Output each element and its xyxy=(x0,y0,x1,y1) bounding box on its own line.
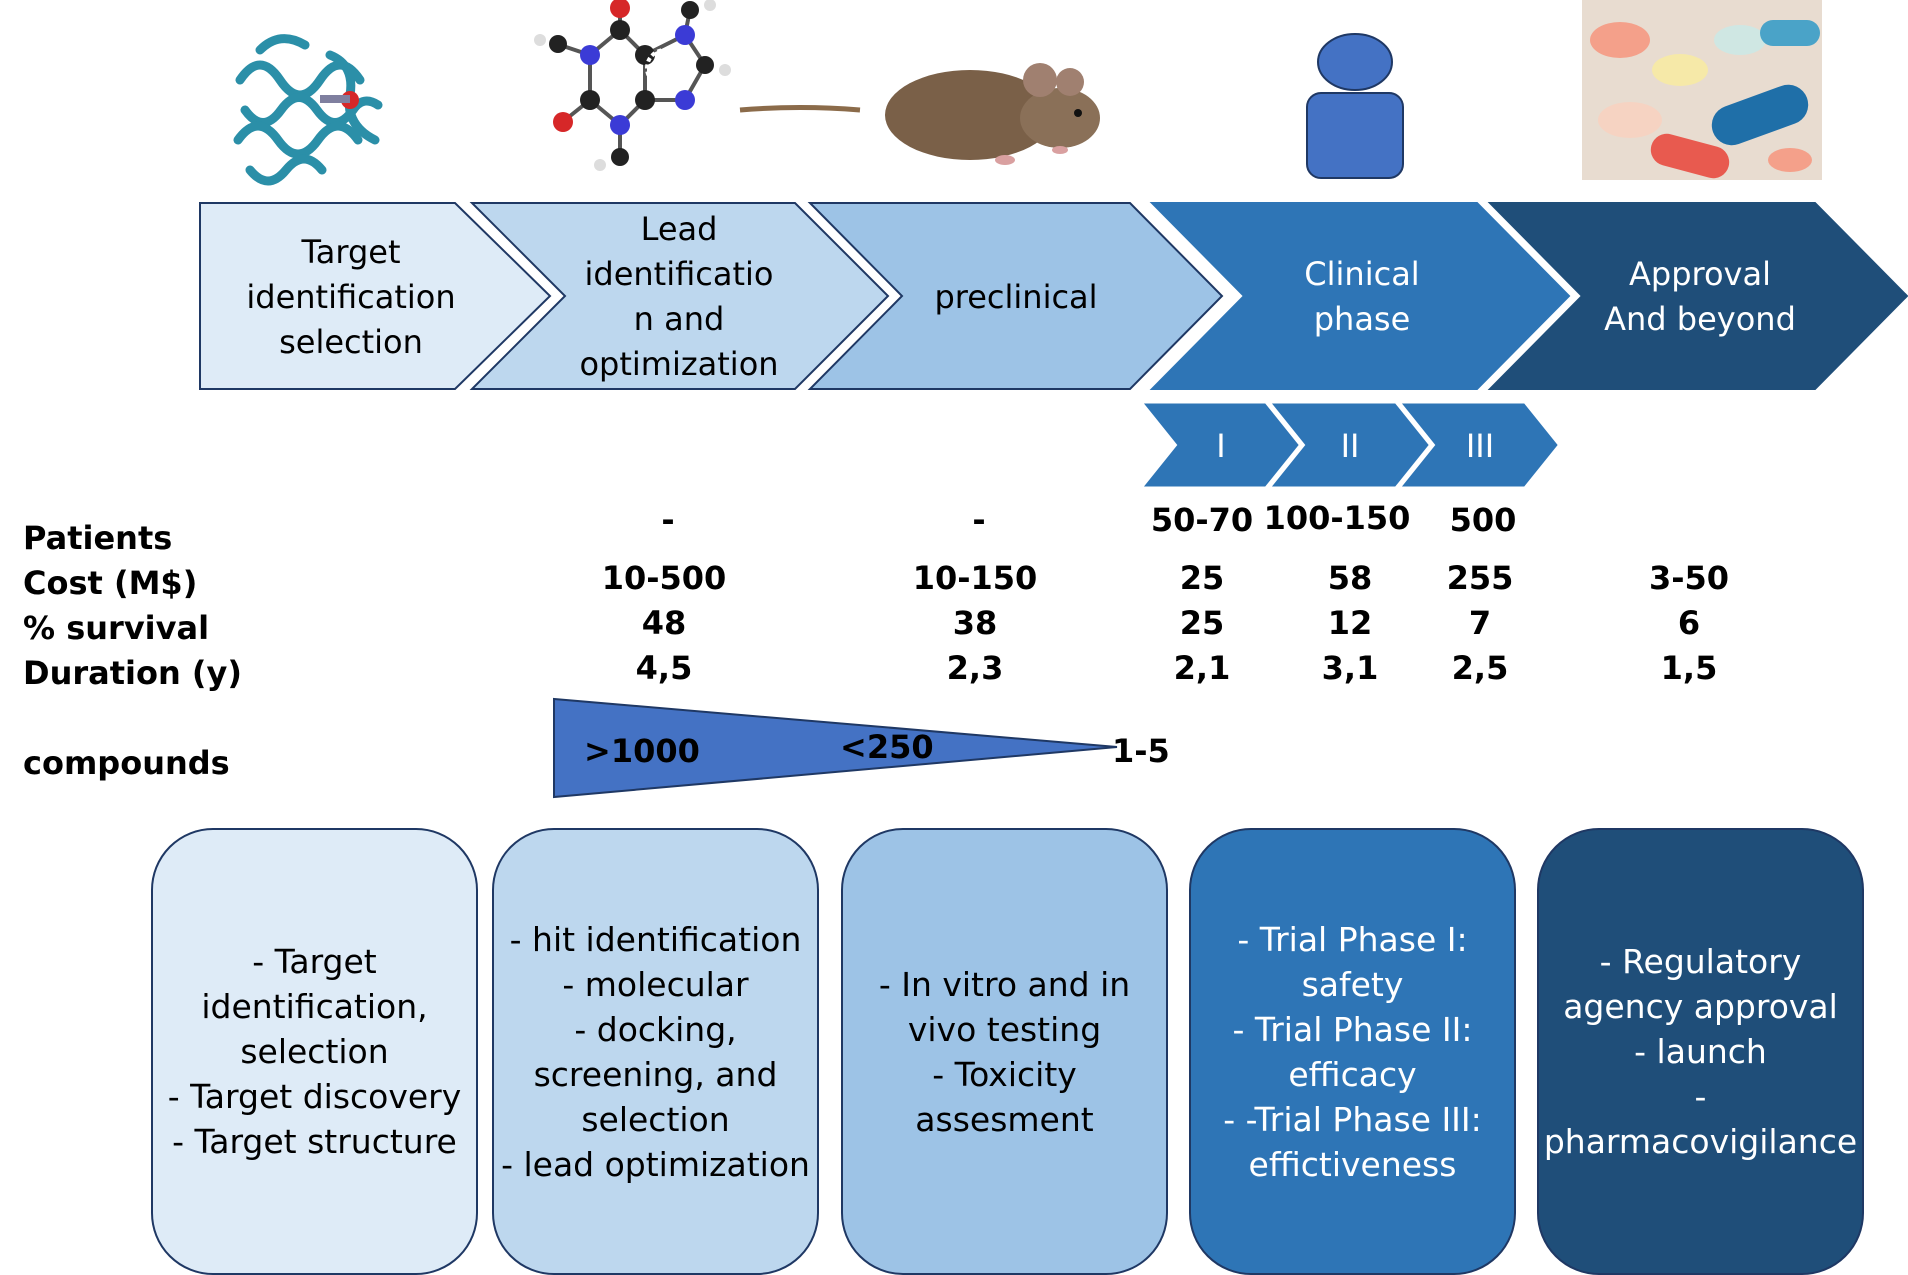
list-item: - Target discovery xyxy=(167,1077,462,1116)
svg-text:Clinical: Clinical xyxy=(1304,255,1419,293)
pills-icon xyxy=(1582,0,1822,180)
cost-lead: 10-500 xyxy=(601,559,727,597)
compounds-start: >1000 xyxy=(584,732,700,770)
survival-phase1: 25 xyxy=(1179,604,1225,642)
svg-text:Approval: Approval xyxy=(1629,255,1771,293)
description-list: - Trial Phase I: safety - Trial Phase II… xyxy=(1191,917,1514,1187)
svg-text:selection: selection xyxy=(279,323,423,361)
list-item: - docking, screening, and selection xyxy=(533,1009,778,1139)
cost-phase1: 25 xyxy=(1179,559,1225,597)
duration-approval: 1,5 xyxy=(1660,649,1718,687)
compounds-mid: <250 xyxy=(840,728,934,766)
svg-text:identificatio: identificatio xyxy=(585,255,774,293)
cost-preclinical: 10-150 xyxy=(912,559,1038,597)
phase-label-3: III xyxy=(1466,427,1494,465)
description-list: - Target identification, selection - Tar… xyxy=(153,939,476,1164)
description-box-clinical: - Trial Phase I: safety - Trial Phase II… xyxy=(1189,828,1516,1275)
phase-arrow-1 xyxy=(1143,403,1299,487)
survival-phase3: 7 xyxy=(1468,604,1492,642)
survival-lead: 48 xyxy=(641,604,687,642)
list-item: - Trial Phase I: safety xyxy=(1237,919,1468,1004)
stage-arrow-target xyxy=(199,202,552,390)
survival-phase2: 12 xyxy=(1327,604,1373,642)
survival-preclinical: 38 xyxy=(952,604,998,642)
svg-text:phase: phase xyxy=(1314,300,1411,338)
duration-lead: 4,5 xyxy=(635,649,693,687)
svg-text:And beyond: And beyond xyxy=(1604,300,1796,338)
svg-text:optimization: optimization xyxy=(579,345,778,383)
phase-label-1: I xyxy=(1216,427,1225,465)
stage-arrow-approval xyxy=(1487,202,1908,390)
description-list: - hit identification - molecular - docki… xyxy=(494,917,817,1187)
patients-preclinical: - xyxy=(972,501,986,539)
patients-phase2: 100-150 xyxy=(1263,499,1411,537)
patients-phase1: 50-70 xyxy=(1150,501,1254,539)
patients-lead: - xyxy=(661,501,675,539)
cost-phase2: 58 xyxy=(1327,559,1373,597)
description-list: - Regulatory agency approval - launch - … xyxy=(1539,939,1862,1164)
stage-label-lead: Lead identificatio n and optimization xyxy=(579,210,778,383)
row-label-duration: Duration (y) xyxy=(23,654,242,692)
description-box-target: - Target identification, selection - Tar… xyxy=(151,828,478,1275)
duration-phase1: 2,1 xyxy=(1173,649,1231,687)
compounds-funnel xyxy=(553,697,1118,799)
stage-arrow-clinical xyxy=(1149,202,1571,390)
molecule-icon xyxy=(534,0,731,171)
compounds-end: 1-5 xyxy=(1112,732,1170,770)
list-item: - molecular xyxy=(562,964,749,1004)
description-box-preclinical: - In vitro and in vivo testing - Toxicit… xyxy=(841,828,1168,1275)
description-box-approval: - Regulatory agency approval - launch - … xyxy=(1537,828,1864,1275)
cost-approval: 3-50 xyxy=(1648,559,1730,597)
stage-label-clinical: Clinical phase xyxy=(1304,255,1419,338)
svg-text:Lead: Lead xyxy=(641,210,718,248)
svg-text:n and: n and xyxy=(634,300,725,338)
svg-text:identification: identification xyxy=(246,278,455,316)
duration-phase3: 2,5 xyxy=(1451,649,1509,687)
description-list: - In vitro and in vivo testing - Toxicit… xyxy=(843,962,1166,1142)
phase-arrow-3 xyxy=(1401,403,1558,487)
row-label-patients: Patients xyxy=(23,519,173,557)
row-label-survival: % survival xyxy=(23,609,210,647)
list-item: - Regulatory agency approval xyxy=(1563,942,1838,1026)
protein-structure-icon xyxy=(233,34,383,186)
row-label-compounds: compounds xyxy=(23,744,230,782)
patients-phase3: 500 xyxy=(1449,501,1517,539)
mouse-icon xyxy=(739,63,1100,165)
list-item: - Target structure xyxy=(172,1122,457,1161)
list-item: - Trial Phase II: efficacy xyxy=(1232,1009,1473,1094)
svg-text:preclinical: preclinical xyxy=(934,278,1097,316)
list-item: - -Trial Phase III: effictiveness xyxy=(1223,1099,1482,1184)
row-label-cost: Cost (M$) xyxy=(23,564,198,602)
survival-approval: 6 xyxy=(1677,604,1701,642)
list-item: - hit identification xyxy=(509,919,802,959)
list-item: - Toxicity assesment xyxy=(915,1054,1094,1139)
stage-label-preclinical: preclinical xyxy=(934,278,1097,316)
cost-phase3: 255 xyxy=(1446,559,1514,597)
list-item: - pharmacovigilance xyxy=(1543,1077,1858,1161)
phase-label-2: II xyxy=(1341,427,1360,465)
description-box-lead: - hit identification - molecular - docki… xyxy=(492,828,819,1275)
phase-arrow-2 xyxy=(1271,403,1429,487)
duration-preclinical: 2,3 xyxy=(946,649,1004,687)
stage-label-target: Target identification selection xyxy=(246,233,455,361)
list-item: - launch xyxy=(1634,1032,1767,1071)
list-item: - In vitro and in vivo testing xyxy=(878,964,1131,1049)
stage-label-approval: Approval And beyond xyxy=(1604,255,1796,338)
stage-arrow-lead xyxy=(469,202,890,390)
svg-text:Target: Target xyxy=(301,233,401,271)
person-icon xyxy=(1306,33,1404,179)
list-item: - Target identification, selection xyxy=(201,942,428,1071)
stage-arrow-preclinical xyxy=(807,202,1224,390)
duration-phase2: 3,1 xyxy=(1321,649,1379,687)
list-item: - lead optimization xyxy=(501,1144,810,1184)
